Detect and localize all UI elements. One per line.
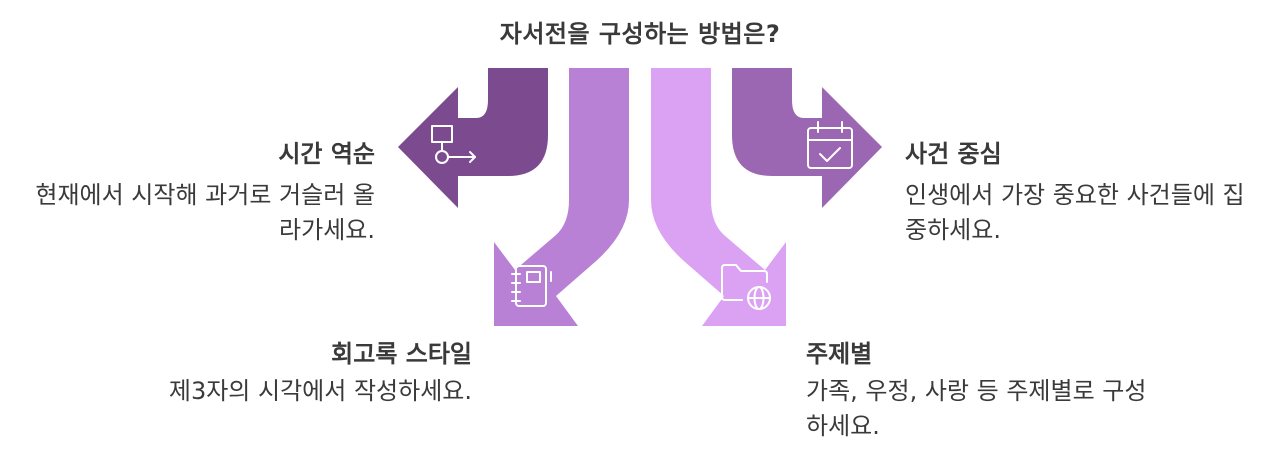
diagram-title: 자서전을 구성하는 방법은? [499, 20, 781, 48]
desc-thematic: 가족, 우정, 사랑 등 주제별로 구성하세요. [806, 377, 1147, 440]
label-thematic: 주제별 [806, 340, 873, 368]
folder-globe-icon [721, 264, 771, 310]
label-event-centered: 사건 중심 [905, 140, 1002, 168]
arrow-memoir [494, 68, 629, 326]
label-memoir: 회고록 스타일 [331, 340, 472, 368]
calendar-check-icon [807, 121, 853, 169]
notebook-icon [511, 265, 552, 307]
desc-time-reverse: 현재에서 시작해 과거로 거슬러 올라가세요. [35, 181, 375, 244]
label-time-reverse: 시간 역순 [278, 140, 375, 168]
flowchart-icon [431, 125, 476, 164]
desc-memoir: 제3자의 시각에서 작성하세요. [168, 377, 472, 405]
arrow-time-reverse [398, 68, 548, 208]
arrow-thematic [651, 68, 786, 326]
desc-event-centered: 인생에서 가장 중요한 사건들에 집중하세요. [905, 181, 1245, 244]
